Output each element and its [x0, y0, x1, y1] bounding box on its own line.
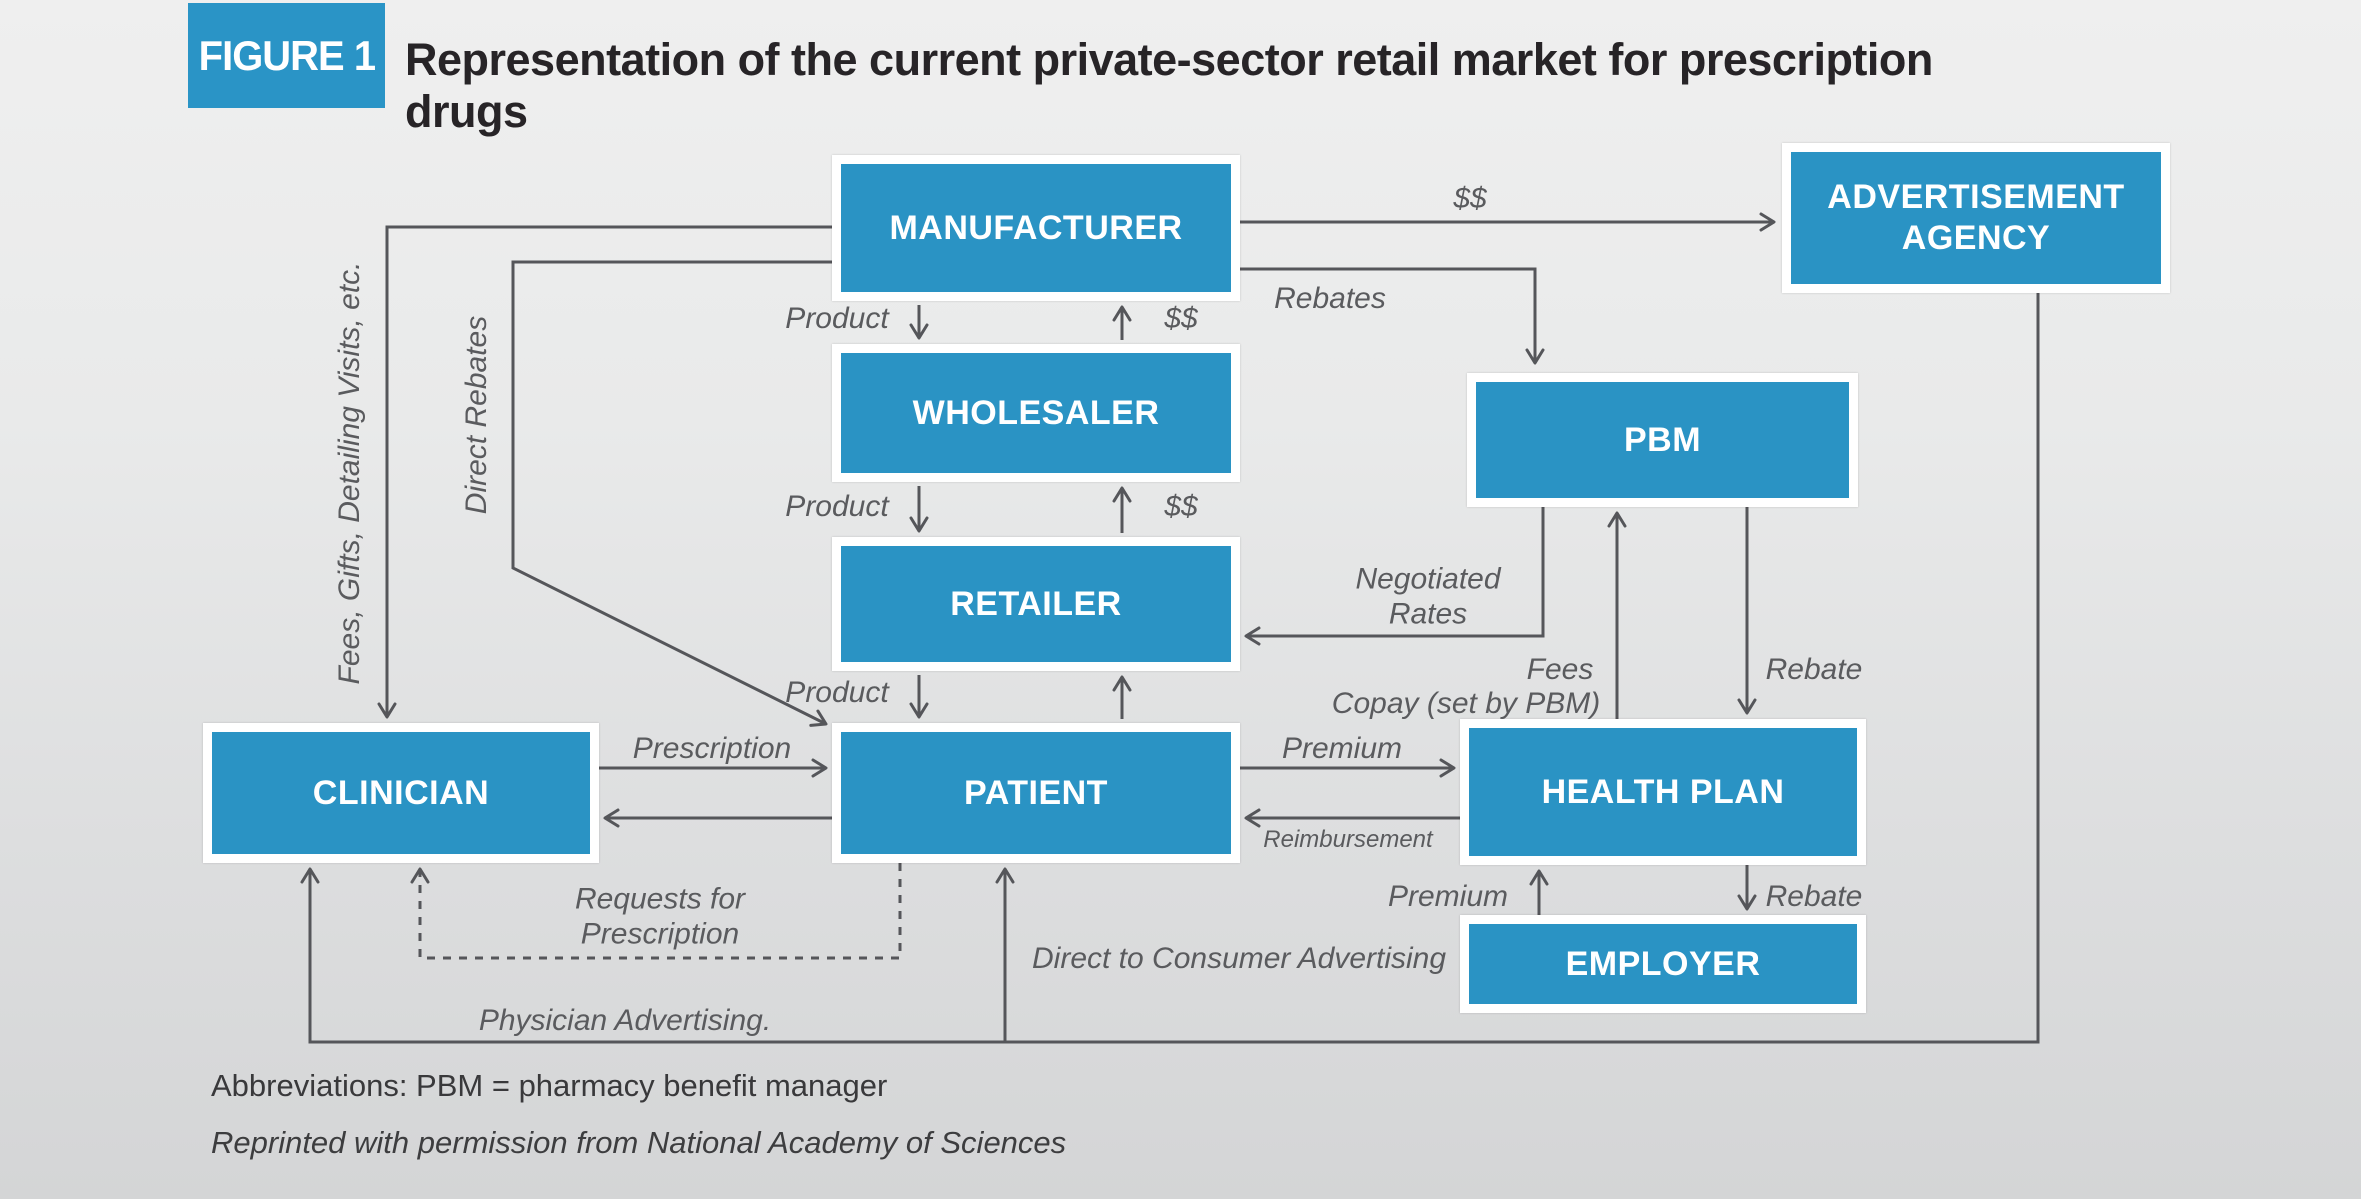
- label-product-retailer-patient: Product: [785, 675, 889, 709]
- label-premium-employer-healthplan: Premium: [1387, 879, 1509, 913]
- label-copay-set-by-pbm: Copay (set by PBM): [1331, 686, 1601, 720]
- label-negotiated-rates: Negotiated Rates: [1355, 562, 1501, 631]
- node-retailer-label: RETAILER: [950, 584, 1122, 623]
- label-fees: Fees: [1526, 652, 1594, 686]
- node-advertisement-agency: ADVERTISEMENT AGENCY: [1782, 143, 2170, 293]
- figure-badge: FIGURE 1: [188, 3, 385, 108]
- node-advertisement-agency-label: ADVERTISEMENT AGENCY: [1827, 178, 2125, 257]
- node-wholesaler-label: WHOLESALER: [912, 393, 1160, 432]
- edge-manufacturer-pbm-rebates: [1240, 267, 1545, 365]
- node-retailer: RETAILER: [832, 537, 1240, 671]
- label-prescription: Prescription: [632, 731, 792, 765]
- footnote-abbreviations: Abbreviations: PBM = pharmacy benefit ma…: [211, 1068, 888, 1103]
- label-dollars-adagency: $$: [1453, 181, 1487, 215]
- label-reimbursement: Reimbursement: [1263, 826, 1433, 854]
- label-product-manufacturer-wholesaler: Product: [785, 301, 889, 335]
- node-manufacturer: MANUFACTURER: [832, 155, 1240, 301]
- label-rebates: Rebates: [1274, 281, 1386, 315]
- node-employer: EMPLOYER: [1460, 915, 1866, 1013]
- edge-adagency-clinician-physician-advertising: [300, 293, 2040, 1044]
- node-employer-label: EMPLOYER: [1565, 944, 1761, 983]
- node-pbm: PBM: [1467, 373, 1858, 507]
- figure-title: Representation of the current private-se…: [405, 34, 1933, 138]
- node-health-plan-label: HEALTH PLAN: [1541, 772, 1785, 811]
- node-pbm-label: PBM: [1623, 420, 1702, 459]
- edge-manufacturer-patient-direct-rebates: [511, 260, 832, 727]
- label-fees-gifts-detailing: Fees, Gifts, Detailing Visits, etc.: [332, 261, 366, 685]
- label-direct-rebates: Direct Rebates: [459, 315, 493, 515]
- figure-badge-label: FIGURE 1: [198, 31, 375, 79]
- label-product-wholesaler-retailer: Product: [785, 489, 889, 523]
- footnote-reprint-permission: Reprinted with permission from National …: [211, 1125, 1067, 1160]
- node-manufacturer-label: MANUFACTURER: [889, 208, 1183, 247]
- edge-pbm-retailer-negotiated-rates: [1244, 507, 1545, 646]
- node-clinician: CLINICIAN: [203, 723, 599, 863]
- node-patient-label: PATIENT: [964, 773, 1108, 812]
- label-rebate-healthplan-employer: Rebate: [1765, 879, 1863, 913]
- label-requests-for-prescription: Requests for Prescription: [574, 882, 746, 951]
- label-rebate-pbm-healthplan: Rebate: [1765, 652, 1863, 686]
- node-clinician-label: CLINICIAN: [312, 773, 490, 812]
- label-physician-advertising: Physician Advertising.: [478, 1003, 772, 1037]
- node-health-plan: HEALTH PLAN: [1460, 719, 1866, 865]
- node-patient: PATIENT: [832, 723, 1240, 863]
- node-wholesaler: WHOLESALER: [832, 344, 1240, 482]
- label-premium-patient-healthplan: Premium: [1281, 731, 1403, 765]
- edge-manufacturer-clinician-fees-gifts: [377, 225, 832, 719]
- label-direct-to-consumer-advertising: Direct to Consumer Advertising: [1032, 941, 1447, 975]
- label-dollars-retailer-wholesaler: $$: [1164, 489, 1198, 523]
- label-dollars-wholesaler-manufacturer: $$: [1164, 301, 1198, 335]
